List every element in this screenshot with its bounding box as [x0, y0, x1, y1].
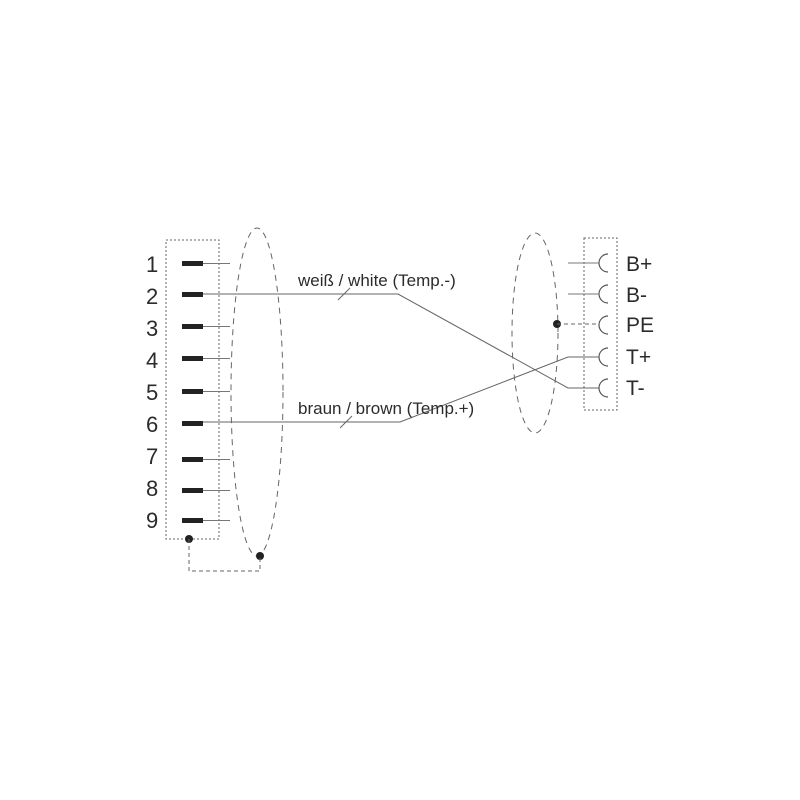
pin-1-icon	[182, 261, 203, 266]
socket-tplus-icon	[598, 347, 609, 367]
white-wire-label: weiß / white (Temp.-)	[297, 271, 456, 290]
pin-number-2: 2	[146, 284, 158, 309]
terminal-labels: B+ B- PE T+ T-	[626, 253, 654, 400]
white-wire-tick	[337, 287, 351, 301]
pin-2-icon	[182, 292, 203, 297]
right-cable-shield	[511, 232, 559, 434]
socket-stubs	[568, 262, 599, 295]
socket-pe-icon	[598, 315, 609, 335]
terminal-tplus: T+	[626, 346, 651, 369]
white-wire	[203, 293, 599, 389]
pin-4-icon	[182, 356, 203, 361]
socket-bminus-icon	[598, 284, 609, 304]
pin-stubs	[203, 263, 230, 521]
pin-9-icon	[182, 518, 203, 523]
pin-8-icon	[182, 488, 203, 493]
pin-number-1: 1	[146, 252, 158, 277]
pin-5-icon	[182, 389, 203, 394]
pin-number-5: 5	[146, 380, 158, 405]
right-connector-housing	[583, 237, 618, 411]
pin-6-icon	[182, 421, 203, 426]
pins	[182, 261, 203, 523]
socket-contacts	[598, 253, 609, 398]
left-cable-shield	[230, 227, 284, 557]
brown-wire-tick	[339, 415, 353, 429]
terminal-bplus: B+	[626, 253, 652, 276]
brown-wire-label: braun / brown (Temp.+)	[298, 399, 474, 418]
pin-number-7: 7	[146, 444, 158, 469]
pin-number-8: 8	[146, 476, 158, 501]
pin-number-4: 4	[146, 348, 158, 373]
terminal-bminus: B-	[626, 284, 647, 307]
terminal-pe: PE	[626, 314, 654, 337]
pin-7-icon	[182, 457, 203, 462]
pin-number-9: 9	[146, 508, 158, 533]
shield-drain-line	[188, 539, 261, 572]
pin-numbers: 1 2 3 4 5 6 7 8 9	[146, 252, 158, 533]
pin-number-6: 6	[146, 412, 158, 437]
brown-wire	[203, 356, 599, 423]
terminal-tminus: T-	[626, 377, 645, 400]
pin-3-icon	[182, 324, 203, 329]
socket-bplus-icon	[598, 253, 609, 273]
socket-tminus-icon	[598, 378, 609, 398]
shield-ground-dot-icon	[256, 552, 264, 560]
pin-number-3: 3	[146, 316, 158, 341]
